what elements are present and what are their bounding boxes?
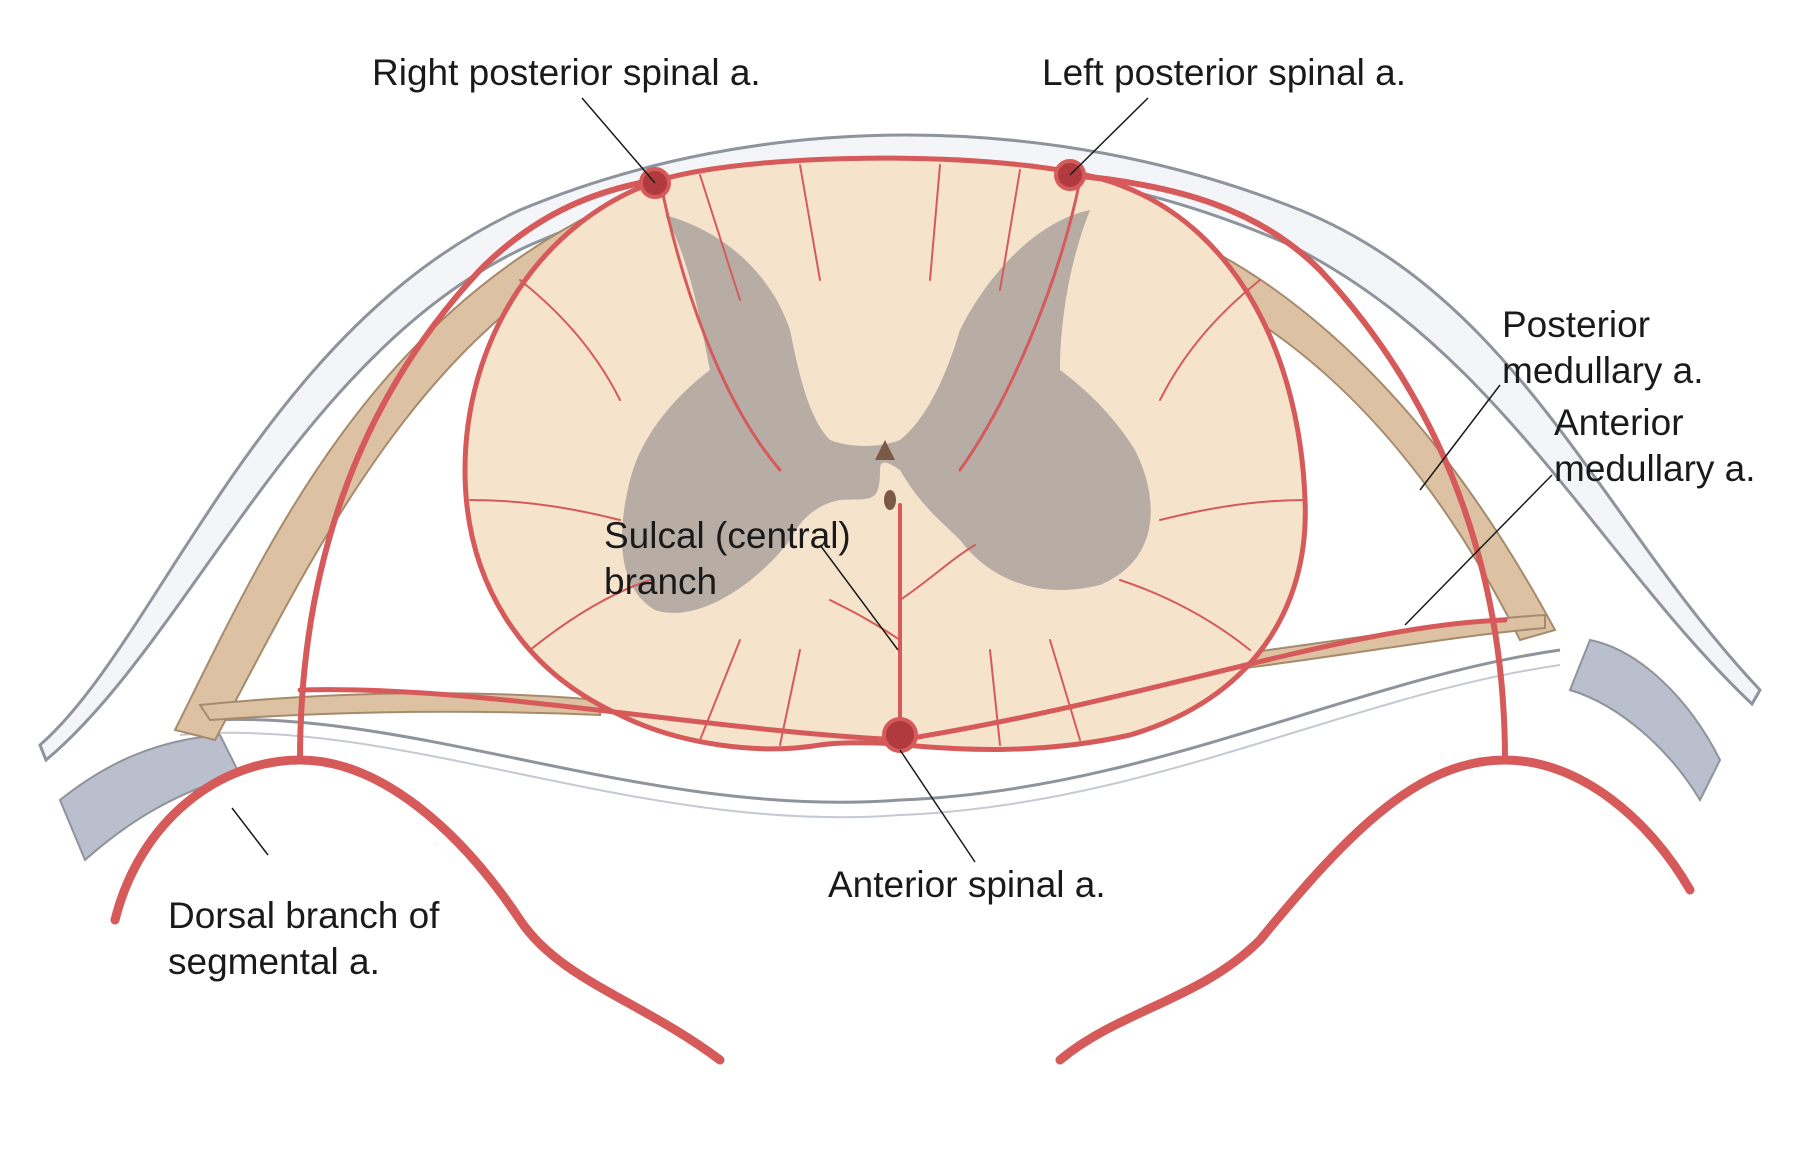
gray-matter <box>622 210 1151 613</box>
label-left-posterior-spinal: Left posterior spinal a. <box>1042 52 1407 93</box>
label-right-posterior-spinal: Right posterior spinal a. <box>372 52 761 93</box>
label-anterior-spinal: Anterior spinal a. <box>828 864 1106 905</box>
label-sulcal-branch: Sulcal (central) branch <box>604 515 851 602</box>
dura-membrane <box>38 133 1762 819</box>
leader-lines <box>231 97 1553 863</box>
anterior-median-fissure-dot <box>884 490 896 510</box>
label-anterior-medullary: Anterior medullary a. <box>1554 402 1756 489</box>
label-dorsal-branch: Dorsal branch of segmental a. <box>168 895 440 982</box>
arteries <box>110 155 1695 1065</box>
anterior-spinal-artery <box>882 717 918 753</box>
label-posterior-medullary: Posterior medullary a. <box>1502 304 1704 391</box>
central-canal <box>875 440 895 460</box>
